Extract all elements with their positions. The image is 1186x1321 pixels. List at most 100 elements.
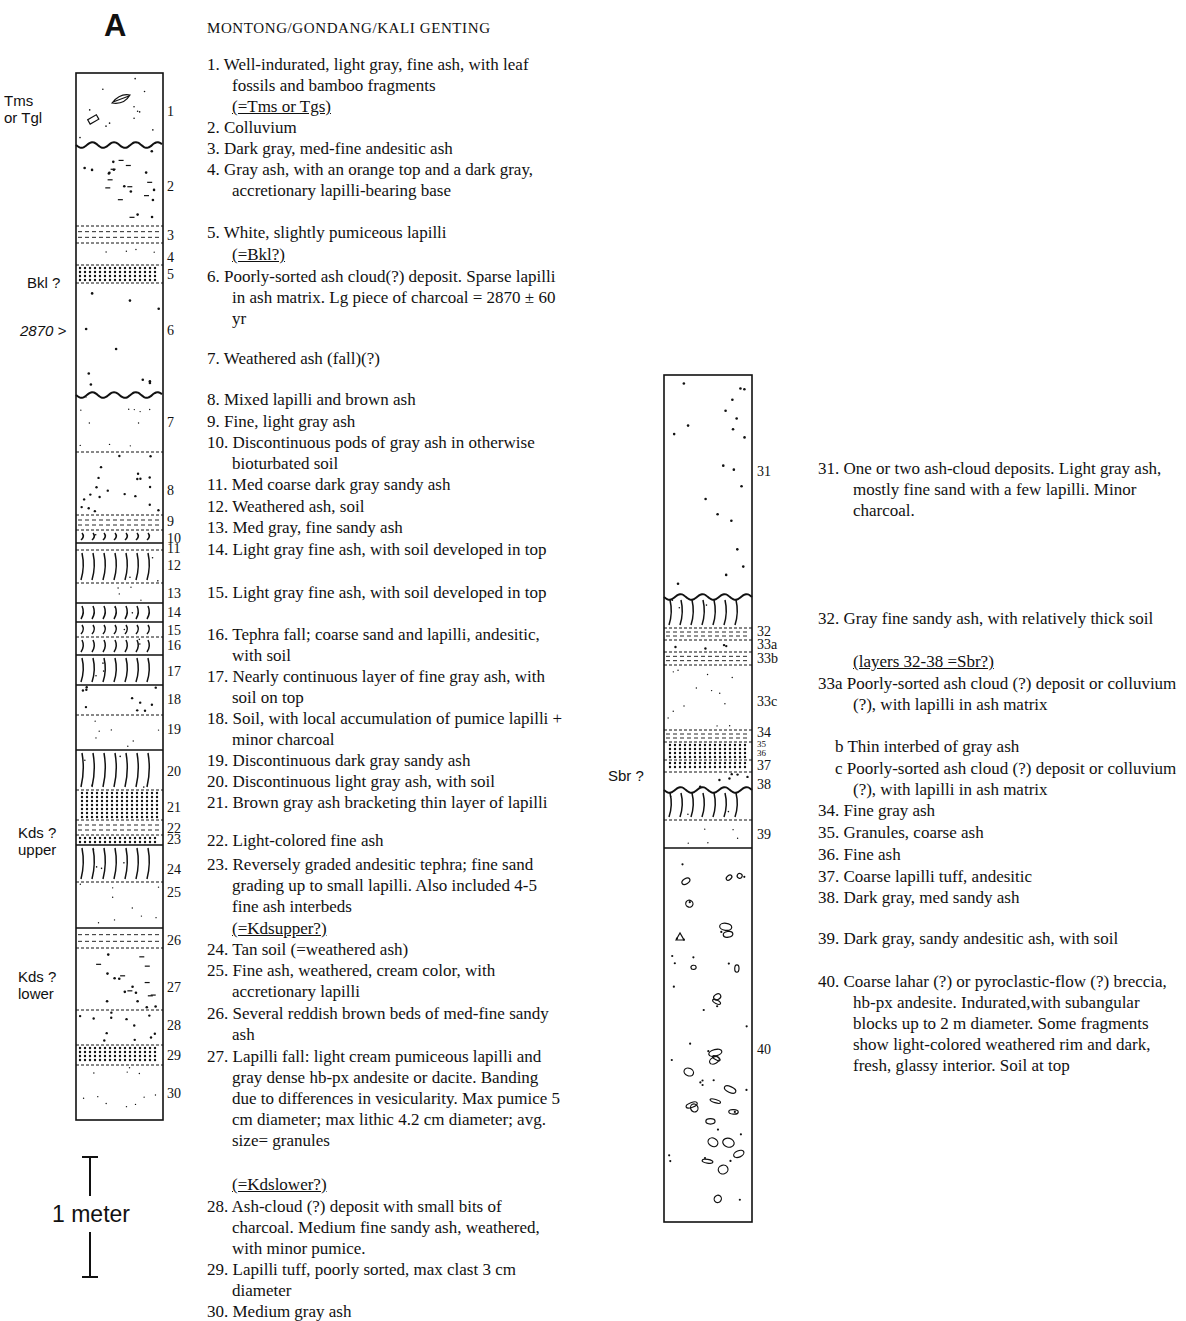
tephra-dot [139, 639, 141, 641]
tephra-dot [707, 674, 708, 675]
lapilli-dot [94, 1051, 96, 1053]
tephra-dot [725, 574, 728, 577]
layer-description: 9. Fine, light gray ash [207, 411, 567, 432]
layer-number: 31 [757, 464, 771, 479]
ash-dash [127, 990, 132, 991]
lapilli-dot [141, 804, 143, 806]
lapilli-dot [154, 275, 156, 277]
lapilli-dot [106, 792, 108, 794]
lapilli-dot [99, 1047, 101, 1049]
tephra-dot [130, 190, 133, 193]
unconformity [664, 594, 752, 600]
tephra-dot [152, 129, 154, 131]
tephra-dot [130, 445, 131, 446]
soil-mark [147, 625, 149, 634]
lapilli-dot [89, 267, 91, 269]
lapilli-dot [94, 267, 96, 269]
tephra-dot [151, 704, 153, 706]
soil-mark [81, 533, 83, 540]
tephra-dot [155, 686, 157, 688]
tephra-dot [133, 1024, 135, 1026]
lapilli-dot [136, 800, 138, 802]
lapilli-dot [121, 792, 123, 794]
lapilli-dot [111, 804, 113, 806]
lapilli-dot [734, 752, 736, 754]
tephra-dot [105, 251, 106, 252]
lapilli-dot [151, 808, 153, 810]
tephra-dot [701, 1084, 703, 1086]
tephra-dot [745, 1089, 747, 1091]
lapilli-dot [124, 1059, 126, 1061]
ash-lamina [78, 825, 161, 826]
layer-number: 17 [167, 664, 181, 679]
lapilli-dot [669, 748, 671, 750]
lapilli-dot [106, 796, 108, 798]
lapilli-dot [156, 800, 158, 802]
lapilli-dot [151, 804, 153, 806]
layer-description: c Poorly-sorted ash cloud (?) deposit or… [835, 758, 1180, 800]
tephra-dot [98, 922, 99, 923]
tephra-dot [732, 428, 735, 431]
lapilli-dot [139, 267, 141, 269]
lapilli-dot [91, 808, 93, 810]
tephra-dot [732, 829, 733, 830]
lapilli-dot [739, 762, 741, 764]
soil-mark [669, 600, 671, 625]
tephra-dot [683, 938, 685, 940]
lapilli-dot [674, 744, 676, 746]
layer-contact [76, 550, 163, 551]
tephra-dot [95, 534, 97, 536]
tephra-dot [737, 838, 738, 839]
soil-mark [147, 753, 149, 787]
tephra-dot [126, 1106, 127, 1107]
lapilli-dot [111, 808, 113, 810]
soil-mark [81, 658, 83, 682]
layer-number: 30 [167, 1086, 181, 1101]
tephra-dot [99, 730, 100, 731]
lapilli-dot [94, 1047, 96, 1049]
soil-mark [103, 658, 105, 682]
ash-dash [139, 956, 144, 957]
tephra-dot [136, 709, 138, 711]
tephra-dot [79, 1015, 81, 1017]
lapilli-dot [719, 748, 721, 750]
tephra-dot [136, 213, 139, 216]
lapilli-dot [154, 1055, 156, 1057]
tephra-dot [746, 776, 748, 778]
lapilli-dot [149, 279, 151, 281]
lapilli-dot [134, 275, 136, 277]
lapilli-dot [96, 808, 98, 810]
tephra-dot [144, 91, 146, 93]
breccia-clast [713, 1194, 723, 1204]
layer-description: 26. Several reddish brown beds of med-fi… [207, 1003, 567, 1045]
lapilli-dot [91, 812, 93, 814]
lapilli-dot [86, 796, 88, 798]
layer-description: 13. Med gray, fine sandy ash [207, 517, 567, 538]
layer-description: 3. Dark gray, med-fine andesitic ash [207, 138, 567, 159]
lapilli-dot [129, 267, 131, 269]
breccia-clast [723, 1084, 736, 1094]
lapilli-dot [124, 1051, 126, 1053]
layer-number: 12 [167, 558, 181, 573]
lapilli-dot [729, 762, 731, 764]
lapilli-dot [141, 800, 143, 802]
lapilli-dot [146, 796, 148, 798]
tephra-dot [112, 887, 113, 888]
lapilli-dot [139, 271, 141, 273]
tephra-dot [148, 1014, 150, 1016]
layer-description: 2. Colluvium [207, 117, 567, 138]
tephra-dot [90, 383, 93, 386]
tephra-dot [699, 1081, 701, 1083]
ash-dash [126, 165, 131, 166]
unit-correlation: (=Tms or Tgs) [232, 96, 567, 117]
tephra-dot [671, 955, 673, 957]
tephra-dot [155, 917, 156, 918]
layer-description: 28. Ash-cloud (?) deposit with small bit… [207, 1196, 567, 1259]
lapilli-dot [114, 1047, 116, 1049]
tephra-dot [687, 424, 690, 427]
tephra-dot [136, 1000, 139, 1003]
tephra-dot [86, 686, 88, 688]
lapilli-dot [109, 271, 111, 273]
lapilli-dot [154, 841, 156, 843]
tephra-dot [719, 693, 720, 694]
